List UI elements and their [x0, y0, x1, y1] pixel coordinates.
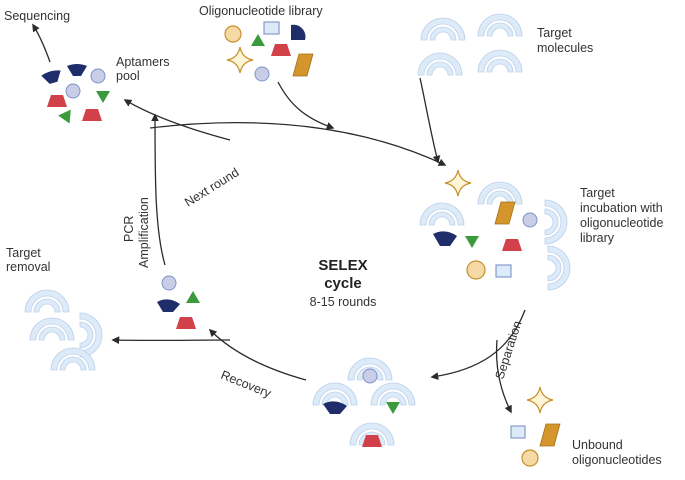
label-unbound-1: Unbound	[572, 438, 623, 452]
label-incubation-2: incubation with	[580, 201, 663, 215]
label-target-molecules-1: Target	[537, 26, 572, 40]
center-title-2: cycle	[324, 275, 362, 292]
label-sequencing: Sequencing	[4, 9, 70, 23]
unbound-shapes	[511, 387, 560, 466]
label-aptamers-pool-2: pool	[116, 69, 140, 83]
label-target-removal-1: Target	[6, 246, 41, 260]
label-incubation-4: library	[580, 231, 615, 245]
target-molecules-shapes	[418, 14, 522, 75]
label-next-round: Next round	[182, 165, 241, 209]
label-recovery: Recovery	[219, 368, 274, 401]
center-subtitle: 8-15 rounds	[310, 295, 377, 309]
arrow-pcr	[155, 115, 165, 265]
arrow-oligo-drop	[278, 82, 333, 128]
label-aptamers-pool-1: Aptamers	[116, 55, 170, 69]
label-target-molecules-2: molecules	[537, 41, 593, 55]
incubation-shapes	[420, 170, 570, 290]
label-oligo-library: Oligonucleotide library	[199, 4, 323, 18]
label-target-removal-2: removal	[6, 260, 50, 274]
aptamers-pool-shapes	[41, 64, 110, 126]
bound-complex-shapes	[313, 358, 415, 447]
arrow-sequencing	[33, 25, 50, 62]
arrow-targets-drop	[420, 78, 438, 162]
label-incubation-3: oligonucleotide	[580, 216, 663, 230]
label-pcr-2: Amplification	[137, 197, 151, 268]
oligo-library-shapes	[225, 22, 313, 81]
center-title-1: SELEX	[318, 257, 367, 274]
arrow-next-round	[125, 100, 230, 140]
recovered-aptamers-shapes	[157, 276, 200, 329]
label-unbound-2: oligonucleotides	[572, 453, 662, 467]
label-pcr-1: PCR	[122, 216, 136, 242]
label-incubation-1: Target	[580, 186, 615, 200]
target-removal-shapes	[25, 290, 102, 370]
